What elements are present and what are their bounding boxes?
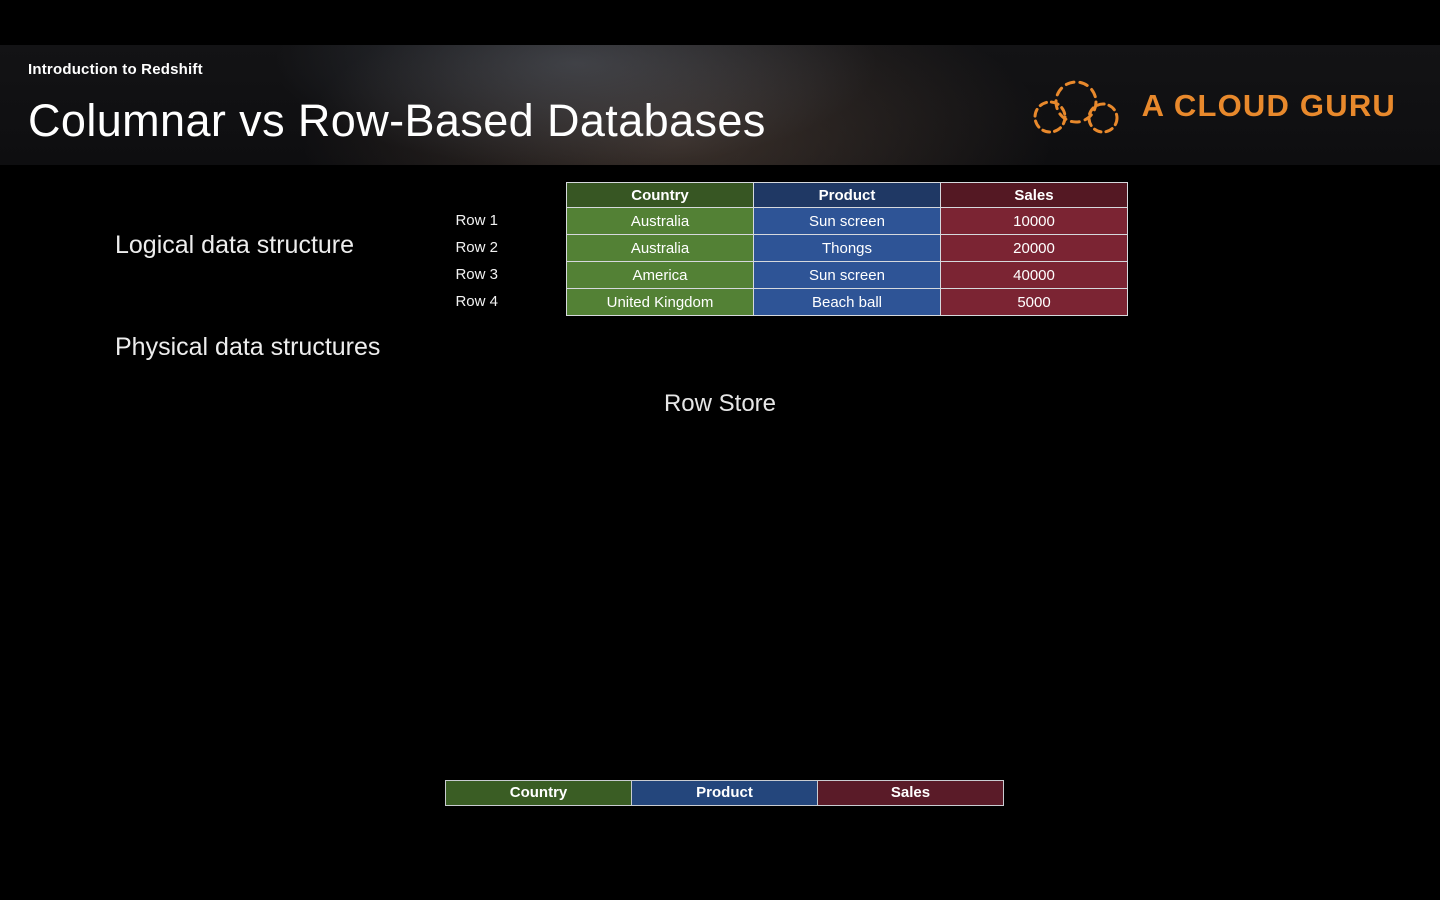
column-header-country: Country [566,182,754,208]
cell-sales: 5000 [940,288,1128,316]
slide-header: Introduction to Redshift Columnar vs Row… [0,45,1440,165]
row-label-3: Row 3 [455,266,498,283]
bar-sales: Sales [817,780,1004,806]
cell-sales: 10000 [940,207,1128,235]
cell-product: Sun screen [753,207,941,235]
row-label-2: Row 2 [455,239,498,256]
row-store-header-bars: Country Product Sales [445,780,1004,806]
course-title: Introduction to Redshift [28,61,203,78]
page-title: Columnar vs Row-Based Databases [28,95,766,146]
brand-name: A CLOUD GURU [1141,88,1396,123]
cloud-logo-icon [1033,80,1119,134]
cell-sales: 40000 [940,261,1128,289]
row-store-label: Row Store [663,390,777,417]
top-letterbox [0,0,1440,45]
table-row: Australia Thongs 20000 [566,234,1128,262]
cell-sales: 20000 [940,234,1128,262]
table-row: Australia Sun screen 10000 [566,207,1128,235]
logical-structure-label: Logical data structure [115,231,355,259]
row-label-4: Row 4 [455,293,498,310]
cell-country: United Kingdom [566,288,754,316]
cell-country: America [566,261,754,289]
cell-product: Thongs [753,234,941,262]
bar-country: Country [445,780,632,806]
column-header-product: Product [753,182,941,208]
table-row: America Sun screen 40000 [566,261,1128,289]
row-label-1: Row 1 [455,212,498,229]
cell-country: Australia [566,234,754,262]
logical-data-table: Country Product Sales Australia Sun scre… [566,182,1128,316]
bottom-letterbox [0,855,1440,900]
brand-logo: A CLOUD GURU [1024,73,1396,139]
cell-product: Sun screen [753,261,941,289]
bar-product: Product [631,780,818,806]
physical-structures-label: Physical data structures [115,333,381,361]
table-row: United Kingdom Beach ball 5000 [566,288,1128,316]
table-header-row: Country Product Sales [566,182,1128,208]
cell-product: Beach ball [753,288,941,316]
cell-country: Australia [566,207,754,235]
column-header-sales: Sales [940,182,1128,208]
